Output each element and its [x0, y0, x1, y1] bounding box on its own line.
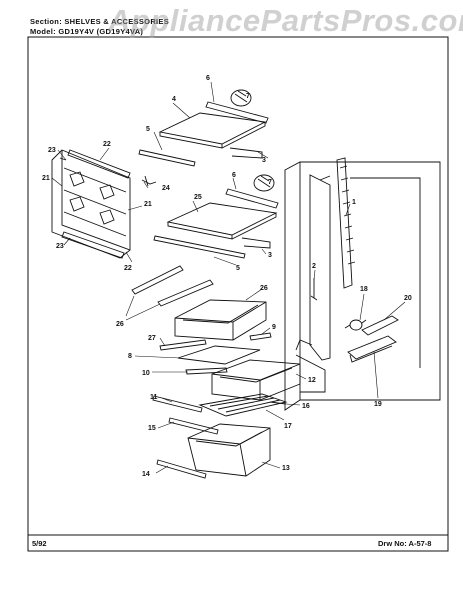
- trim-part-6-mid: [225, 188, 279, 209]
- rail-part-5-top: [138, 149, 196, 167]
- trim-part-26-b: [157, 279, 214, 307]
- callout-12: 12: [308, 377, 316, 384]
- cap-part-7-top: [230, 89, 252, 107]
- glass-part-8: [177, 345, 261, 365]
- callout-2: 2: [312, 263, 316, 270]
- leader-lines: [51, 81, 406, 474]
- callout-26-left: 26: [116, 321, 124, 328]
- callout-11: 11: [150, 394, 158, 401]
- callout-25: 25: [194, 194, 202, 201]
- rail-part-11: [152, 395, 203, 413]
- section-title: Section: SHELVES & ACCESSORIES: [30, 17, 170, 26]
- trim-part-23-bottom: [61, 231, 125, 259]
- model-line: Model: GD19Y4V (GD19Y4VA): [30, 27, 144, 36]
- callout-26-right: 26: [260, 285, 268, 292]
- callout-10: 10: [142, 370, 150, 377]
- callout-19: 19: [374, 401, 382, 408]
- rail-part-5-mid: [153, 235, 246, 259]
- callout-17: 17: [284, 423, 292, 430]
- trim-part-26-a: [131, 265, 184, 295]
- cabinet-outline: [284, 161, 441, 411]
- crisper-drawer-upper: [174, 299, 267, 341]
- rail-part-15: [168, 417, 219, 435]
- shelf-part-4: [158, 112, 267, 149]
- callout-5-mid: 5: [236, 265, 240, 272]
- shelf-part-25: [166, 202, 278, 240]
- callout-1: 1: [352, 199, 356, 206]
- rail-part-10: [185, 367, 228, 375]
- sheet-border: [27, 36, 449, 552]
- clip-part-16: [269, 401, 287, 405]
- callout-20: 20: [404, 295, 412, 302]
- callout-22-bottom: 22: [124, 265, 132, 272]
- callout-5-top: 5: [146, 126, 150, 133]
- trim-part-6-top: [205, 101, 269, 124]
- callout-15: 15: [148, 425, 156, 432]
- bracket-part-3-top: [229, 147, 263, 159]
- knob-part-18: [344, 319, 367, 331]
- callout-9: 9: [272, 324, 276, 331]
- callout-22-top: 22: [103, 141, 111, 148]
- trim-part-23-top: [59, 157, 67, 161]
- callout-3-mid: 3: [268, 252, 272, 259]
- callout-23-bottom: 23: [56, 243, 64, 250]
- rail-part-27: [159, 339, 207, 351]
- wire-shelf-part-21: [51, 149, 131, 259]
- callout-18: 18: [360, 286, 368, 293]
- screw-part-2: [310, 278, 318, 301]
- callout-24: 24: [162, 185, 170, 192]
- callout-16: 16: [302, 403, 310, 410]
- callout-4: 4: [172, 96, 176, 103]
- footer-date: 5/92: [32, 539, 47, 548]
- shelf-rail: [336, 157, 356, 289]
- clip-part-24: [141, 175, 157, 187]
- callout-7-mid: 7: [268, 179, 272, 186]
- bracket-part-3-mid: [241, 237, 271, 249]
- pan-part-13: [187, 423, 271, 477]
- bracket-part-19: [347, 335, 397, 363]
- drawer-part-12: [211, 359, 301, 401]
- grill-part-17: [198, 393, 288, 417]
- callout-23-top: 23: [48, 147, 56, 154]
- callout-7-top: 7: [246, 93, 250, 100]
- trim-part-22-top: [67, 149, 131, 179]
- callout-6-mid: 6: [232, 172, 236, 179]
- rail-part-14: [156, 459, 207, 479]
- callout-3-top: 3: [262, 157, 266, 164]
- callout-27: 27: [148, 335, 156, 342]
- watermark: AppliancePartsPros.com: [108, 3, 463, 38]
- bracket-part-20: [361, 315, 399, 336]
- callout-6-top: 6: [206, 75, 210, 82]
- callout-13: 13: [282, 465, 290, 472]
- callout-21-left: 21: [42, 175, 50, 182]
- callout-21-right: 21: [144, 201, 152, 208]
- footer-drawing-number: Drw No: A-57-8: [378, 539, 432, 548]
- cap-part-7-mid: [253, 174, 275, 192]
- callout-8: 8: [128, 353, 132, 360]
- callout-14: 14: [142, 471, 150, 478]
- rail-part-9: [249, 332, 272, 341]
